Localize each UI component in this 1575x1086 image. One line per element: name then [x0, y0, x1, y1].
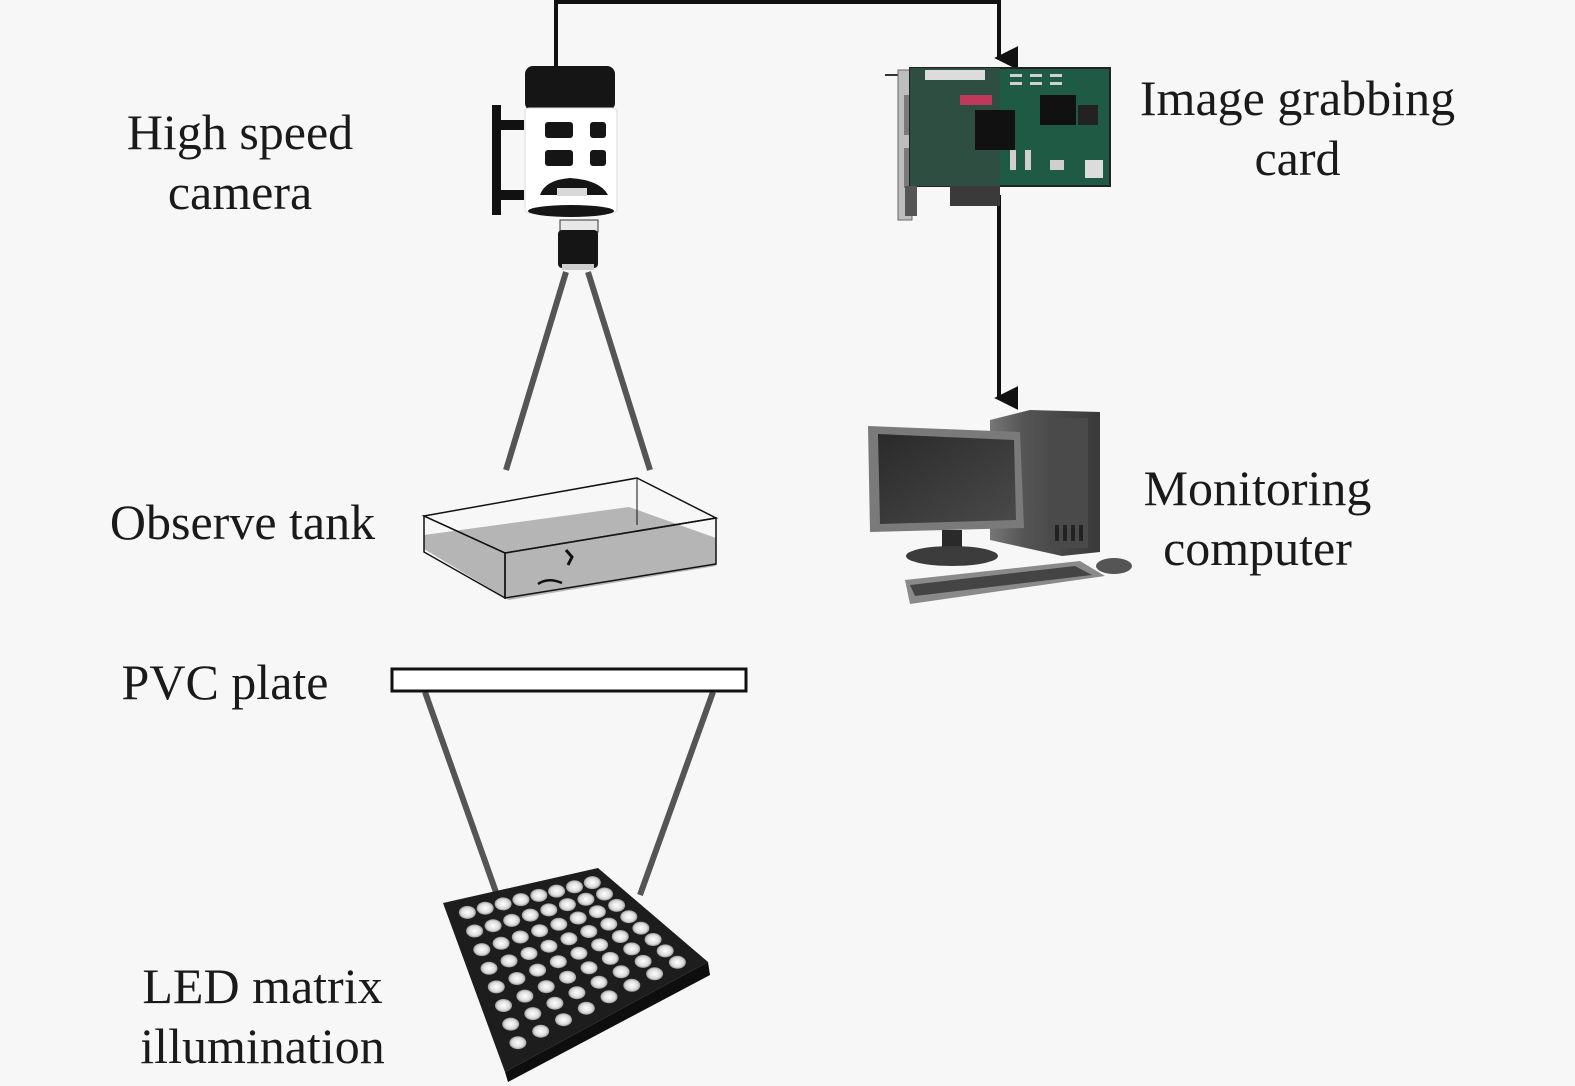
led-dot — [550, 917, 568, 931]
camera-field-of-view — [503, 271, 653, 471]
led-dot — [566, 880, 583, 894]
led-dot — [588, 905, 606, 919]
led-dot — [503, 913, 521, 927]
led-dot — [480, 961, 498, 975]
led-dot — [632, 921, 650, 935]
led-dot — [623, 978, 641, 992]
led-dot — [531, 924, 549, 938]
led-dot — [577, 1001, 595, 1015]
led-dot — [555, 1013, 572, 1027]
led-dot — [646, 967, 664, 981]
led-dot — [623, 942, 641, 956]
led-dot — [508, 972, 526, 985]
pvc-plate-icon — [390, 667, 748, 693]
label-line: High speed — [126, 104, 354, 160]
camera-to-grabber-arrow — [554, 0, 1019, 70]
led-dot — [500, 954, 518, 968]
label-monitoring-computer: Monitoring computer — [1120, 458, 1395, 578]
led-dot — [532, 1024, 550, 1038]
label-observe-tank: Observe tank — [90, 492, 395, 552]
led-dot — [466, 924, 484, 938]
observe-tank-icon — [421, 477, 719, 600]
led-dot — [600, 917, 618, 931]
led-dot — [487, 980, 505, 994]
led-dot — [577, 892, 595, 906]
led-dot — [546, 996, 564, 1010]
monitoring-computer-icon — [868, 410, 1132, 604]
led-dot — [591, 938, 609, 952]
led-dot — [656, 944, 674, 958]
led-dot — [521, 908, 539, 922]
label-line: illumination — [140, 1018, 385, 1074]
led-dot — [600, 990, 618, 1004]
led-dot — [612, 965, 630, 979]
led-dot — [590, 975, 608, 989]
led-dot — [548, 884, 566, 898]
led-dot — [568, 986, 586, 1000]
led-dot — [524, 1007, 542, 1021]
label-line: LED matrix — [142, 958, 383, 1014]
led-dot — [559, 970, 577, 984]
led-dot — [560, 932, 578, 946]
led-light-cone — [422, 690, 716, 897]
label-line: card — [1254, 130, 1341, 186]
led-dot — [502, 1017, 520, 1031]
label-line: computer — [1163, 520, 1352, 576]
label-led-matrix: LED matrix illumination — [110, 956, 415, 1076]
led-dot — [644, 933, 662, 946]
led-dot — [549, 955, 567, 969]
led-dot — [540, 939, 558, 953]
image-grabbing-card-icon — [885, 67, 1111, 221]
led-dot — [608, 898, 626, 912]
led-dot — [537, 980, 555, 994]
led-dot — [484, 919, 502, 933]
led-dot — [583, 876, 601, 890]
label-image-grabbing-card: Image grabbing card — [1115, 68, 1480, 188]
led-dot — [620, 910, 638, 924]
led-dot — [540, 903, 558, 917]
label-pvc-plate: PVC plate — [95, 652, 355, 712]
label-high-speed-camera: High speed camera — [90, 102, 390, 222]
high-speed-camera-icon — [492, 66, 618, 270]
led-dot — [511, 930, 529, 944]
led-dot — [512, 893, 530, 907]
label-line: Observe tank — [109, 494, 376, 550]
led-dot — [458, 905, 476, 919]
label-line: camera — [167, 164, 313, 220]
label-line: Monitoring — [1143, 460, 1372, 516]
led-dot — [492, 936, 510, 950]
led-dot — [520, 947, 538, 960]
label-line: Image grabbing — [1139, 70, 1456, 126]
led-dot — [530, 888, 548, 902]
led-dot — [495, 999, 512, 1012]
led-dot — [580, 961, 598, 975]
led-dot — [570, 946, 588, 960]
led-dot — [601, 951, 619, 965]
led-matrix-icon — [443, 868, 710, 1082]
led-dot — [596, 887, 613, 901]
led-dot — [569, 911, 587, 925]
led-dot — [509, 1036, 527, 1050]
led-dot — [668, 955, 686, 969]
led-dot — [558, 898, 576, 912]
led-dot — [516, 989, 534, 1003]
label-line: PVC plate — [121, 654, 329, 710]
led-dot — [473, 943, 491, 957]
led-dot — [580, 925, 598, 938]
led-dot — [634, 954, 652, 968]
led-dot — [494, 897, 512, 911]
led-dot — [529, 963, 547, 977]
led-dot — [611, 930, 629, 943]
led-dot — [476, 901, 494, 915]
